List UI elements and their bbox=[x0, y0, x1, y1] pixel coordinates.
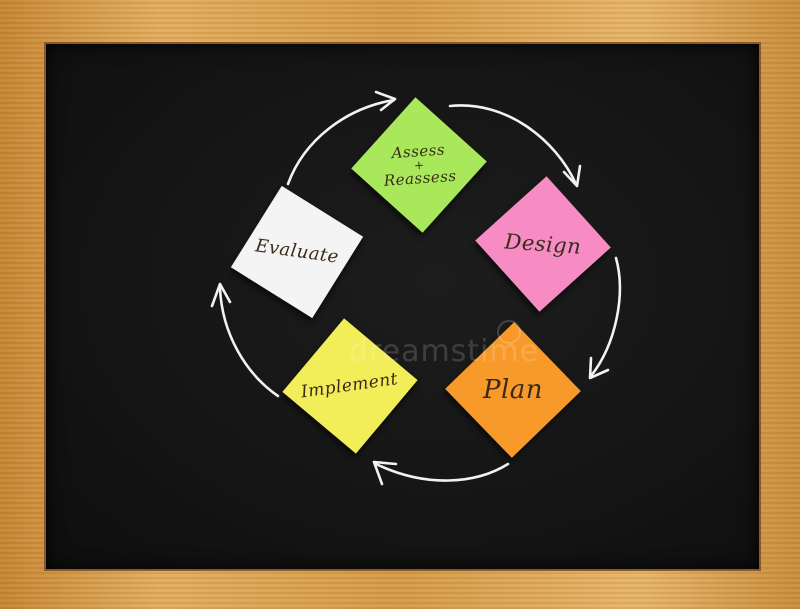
arrow-design-to-plan bbox=[589, 256, 622, 378]
design-label: Design bbox=[503, 228, 583, 259]
arrow-assess-to-design bbox=[448, 104, 578, 186]
chalk-arrows bbox=[210, 90, 622, 486]
arrow-head-4 bbox=[372, 460, 398, 486]
implement-label: Implement bbox=[300, 368, 400, 403]
evaluate-label: Evaluate bbox=[254, 235, 341, 268]
chalkboard: Assess + Reassess Design Plan Implement … bbox=[46, 44, 759, 569]
arrow-head-2 bbox=[562, 164, 582, 188]
watermark-logo bbox=[497, 320, 521, 344]
arrow-head-5 bbox=[210, 282, 232, 308]
reassess-label: Reassess bbox=[382, 166, 457, 190]
arrow-evaluate-to-assess bbox=[286, 98, 396, 186]
plan-label: Plan bbox=[482, 375, 544, 405]
arrow-implement-to-evaluate bbox=[218, 286, 280, 398]
arrow-plan-to-implement bbox=[374, 462, 510, 482]
arrow-head-1 bbox=[374, 90, 397, 112]
arrow-head-3 bbox=[588, 356, 610, 380]
